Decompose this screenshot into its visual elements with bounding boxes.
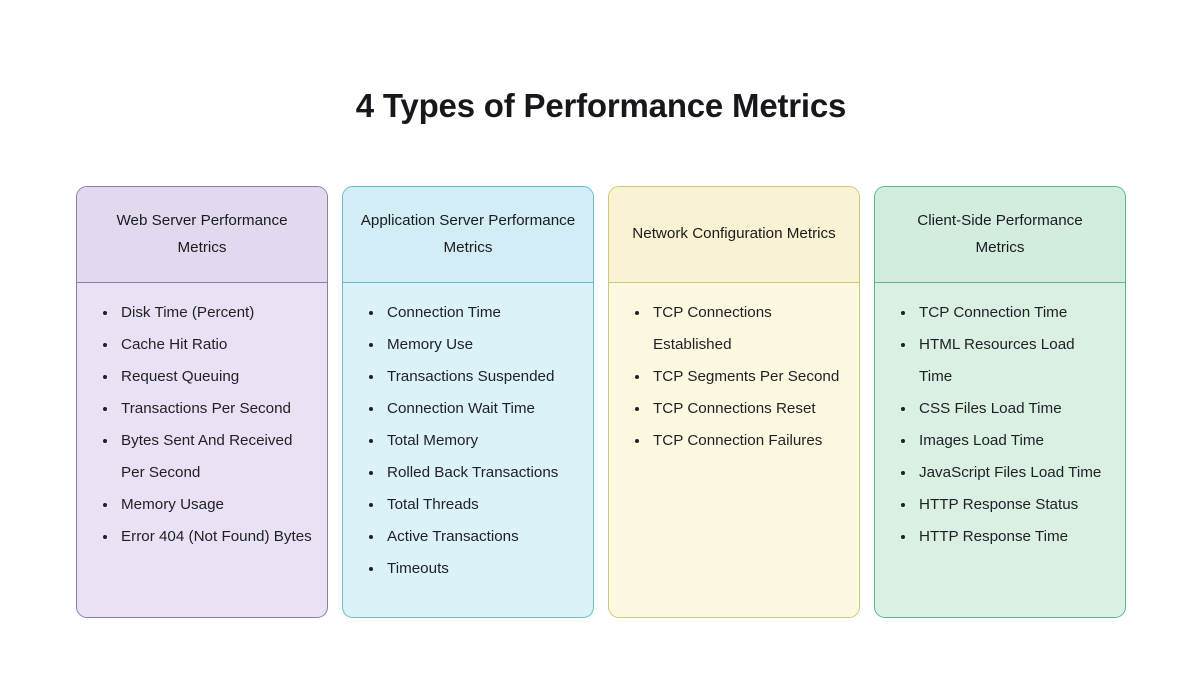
list-item: JavaScript Files Load Time (901, 457, 1111, 489)
metric-card-application-server: Application Server Performance Metrics C… (342, 186, 594, 618)
card-title: Network Configuration Metrics (632, 225, 836, 242)
list-item: Timeouts (369, 553, 579, 585)
list-item: Cache Hit Ratio (103, 329, 313, 361)
metric-list: Disk Time (Percent) Cache Hit Ratio Requ… (87, 297, 317, 553)
list-item: TCP Connections Established (635, 297, 845, 361)
metric-card-network-configuration: Network Configuration Metrics TCP Connec… (608, 186, 860, 618)
card-header: Application Server Performance Metrics (343, 187, 593, 283)
list-item: Connection Wait Time (369, 393, 579, 425)
list-item: Request Queuing (103, 361, 313, 393)
list-item: Transactions Suspended (369, 361, 579, 393)
list-item: TCP Connection Failures (635, 425, 845, 457)
card-header: Web Server Performance Metrics (77, 187, 327, 283)
list-item: Rolled Back Transactions (369, 457, 579, 489)
list-item: HTML Resources Load Time (901, 329, 1111, 393)
list-item: Bytes Sent And Received Per Second (103, 425, 313, 489)
list-item: Images Load Time (901, 425, 1111, 457)
list-item: Active Transactions (369, 521, 579, 553)
list-item: TCP Connections Reset (635, 393, 845, 425)
list-item: TCP Segments Per Second (635, 361, 845, 393)
metric-list: Connection Time Memory Use Transactions … (353, 297, 583, 585)
page-title: 4 Types of Performance Metrics (355, 87, 847, 124)
card-body: Disk Time (Percent) Cache Hit Ratio Requ… (77, 283, 327, 617)
card-title: Application Server Performance Metrics (360, 211, 576, 256)
metric-list: TCP Connection Time HTML Resources Load … (885, 297, 1115, 553)
card-header: Network Configuration Metrics (609, 187, 859, 283)
list-item: Total Memory (369, 425, 579, 457)
card-title: Web Server Performance Metrics (116, 211, 288, 256)
list-item: Memory Usage (103, 489, 313, 521)
metric-list: TCP Connections Established TCP Segments… (619, 297, 849, 457)
list-item: TCP Connection Time (901, 297, 1111, 329)
metric-card-web-server: Web Server Performance Metrics Disk Time… (76, 186, 328, 618)
card-title: Client-Side Performance Metrics (917, 211, 1083, 256)
list-item: CSS Files Load Time (901, 393, 1111, 425)
list-item: Memory Use (369, 329, 579, 361)
card-body: Connection Time Memory Use Transactions … (343, 283, 593, 617)
list-item: Disk Time (Percent) (103, 297, 313, 329)
list-item: Total Threads (369, 489, 579, 521)
list-item: Error 404 (Not Found) Bytes (103, 521, 313, 553)
card-header: Client-Side Performance Metrics (875, 187, 1125, 283)
card-body: TCP Connections Established TCP Segments… (609, 283, 859, 617)
list-item: HTTP Response Status (901, 489, 1111, 521)
list-item: HTTP Response Time (901, 521, 1111, 553)
list-item: Transactions Per Second (103, 393, 313, 425)
metric-category-cards: Web Server Performance Metrics Disk Time… (76, 186, 1126, 618)
metric-card-client-side: Client-Side Performance Metrics TCP Conn… (874, 186, 1126, 618)
card-body: TCP Connection Time HTML Resources Load … (875, 283, 1125, 617)
list-item: Connection Time (369, 297, 579, 329)
